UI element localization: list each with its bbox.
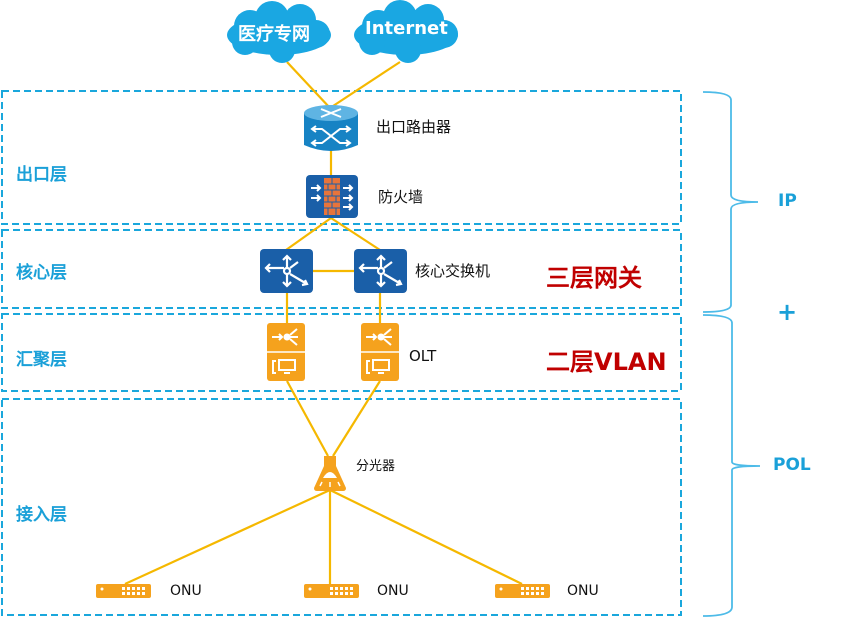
- link-cloud2-router: [329, 61, 401, 109]
- olt-icon: [267, 323, 305, 381]
- layer-label-egress: 出口层: [16, 165, 67, 185]
- layer-box-egress: [1, 90, 682, 225]
- router-label: 出口路由器: [376, 118, 452, 136]
- cloud-label-medical-network: 医疗专网: [238, 24, 310, 45]
- core-switch-label: 核心交换机: [415, 262, 491, 280]
- link-splitter-onu1: [124, 489, 331, 585]
- firewall-label: 防火墙: [378, 188, 424, 206]
- olt-label: OLT: [409, 347, 437, 365]
- brace-pol: [702, 314, 761, 617]
- cloud-label-internet: Internet: [365, 18, 448, 39]
- annotation-layer3-gateway: 三层网关: [546, 264, 642, 292]
- olt-icon: [361, 323, 399, 381]
- cloud-icon: [354, 0, 458, 63]
- layer3-switch-icon: [260, 249, 313, 293]
- cloud-icon: [227, 1, 331, 63]
- layer-label-access: 接入层: [16, 505, 67, 525]
- links: [124, 61, 523, 585]
- onu-label: ONU: [170, 583, 202, 599]
- layer-box-access: [1, 398, 682, 616]
- layer-box-aggregation: [1, 313, 682, 392]
- annotation-layer2-vlan: 二层VLAN: [546, 348, 667, 376]
- link-olt1-splitter: [286, 380, 329, 457]
- link-firewall-core1: [285, 217, 332, 251]
- layer-box-core: [1, 229, 682, 309]
- brace-label-ip: IP: [778, 191, 797, 211]
- onu-icon: [495, 584, 550, 598]
- link-cloud1-router: [286, 61, 331, 109]
- brace-label-plus: +: [777, 298, 798, 326]
- firewall-icon: [306, 175, 358, 218]
- optical-splitter-icon: [314, 456, 346, 491]
- onu-icon: [304, 584, 359, 598]
- link-firewall-core2: [330, 217, 381, 251]
- onu-label: ONU: [567, 583, 599, 599]
- router-icon: [304, 105, 358, 151]
- onu-label: ONU: [377, 583, 409, 599]
- layer-label-aggregation: 汇聚层: [16, 350, 67, 370]
- layer3-switch-icon: [354, 249, 407, 293]
- brace-label-pol: POL: [773, 455, 811, 475]
- splitter-label: 分光器: [356, 459, 396, 474]
- link-splitter-onu3: [329, 489, 523, 585]
- brace-ip: [702, 91, 759, 313]
- onu-icon: [96, 584, 151, 598]
- link-olt2-splitter: [332, 380, 381, 457]
- layer-label-core: 核心层: [16, 263, 67, 283]
